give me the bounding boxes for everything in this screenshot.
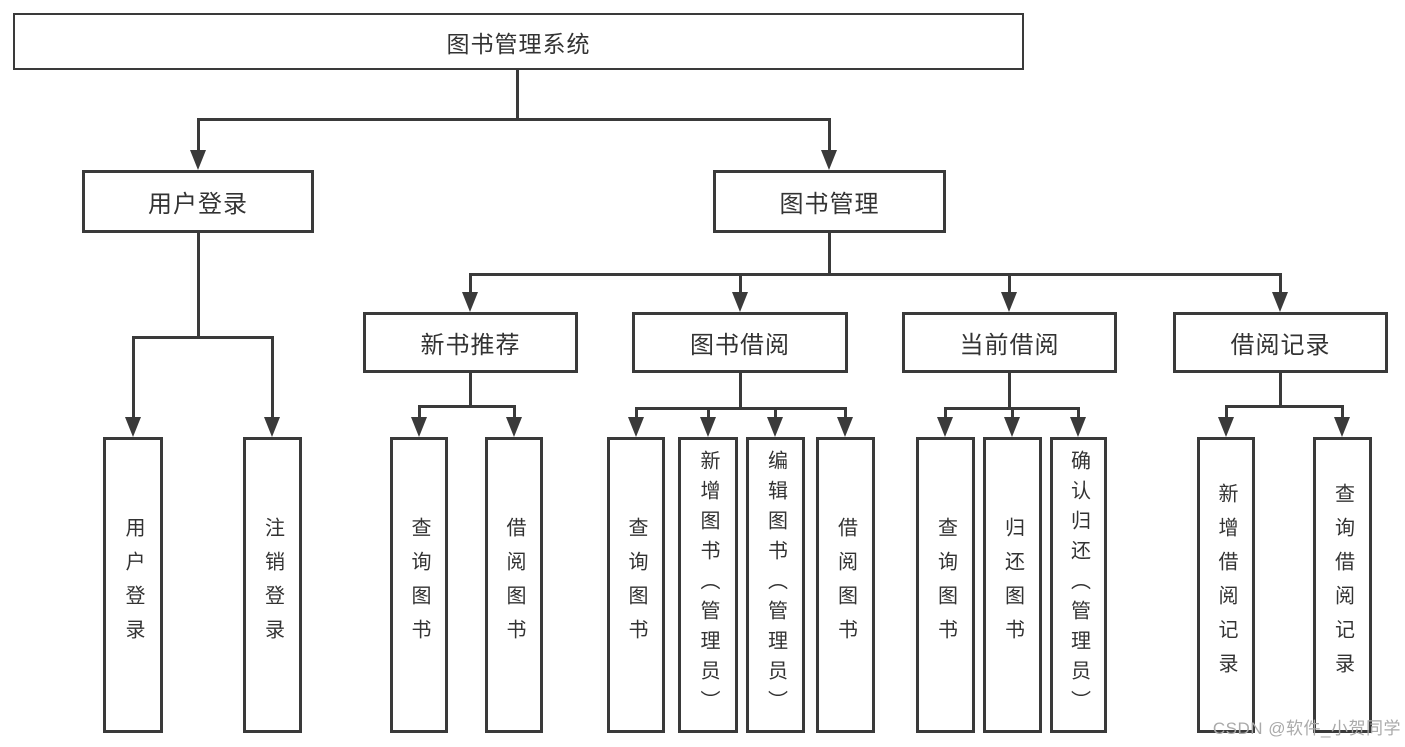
connector-drop — [828, 233, 831, 273]
connector-stem — [1008, 273, 1011, 294]
node-label: 查询借阅记录 — [1331, 483, 1354, 687]
connector-split — [418, 405, 516, 408]
node-label: 查询图书 — [625, 517, 647, 653]
node-label: 图书管理 — [779, 191, 880, 218]
arrowhead-icon — [125, 417, 141, 437]
node-label: 借阅图书 — [503, 517, 525, 653]
connector-stem — [844, 407, 847, 419]
arrowhead-icon — [411, 417, 427, 437]
arrowhead-icon — [767, 417, 783, 437]
leaf-logout: 注销登录 — [243, 437, 302, 733]
arrowhead-icon — [1070, 417, 1086, 437]
connector-stem — [944, 407, 947, 419]
arrowhead-icon — [190, 150, 206, 170]
connector-stem — [1225, 405, 1228, 419]
node-borrowing-records: 借阅记录 — [1173, 312, 1388, 373]
arrowhead-icon — [1001, 292, 1017, 312]
leaf-query-borrow-record: 查询借阅记录 — [1313, 437, 1372, 733]
connector-drop — [1279, 373, 1282, 405]
connector-stem — [132, 336, 135, 419]
leaf-confirm-return-admin: 确认归还（管理员） — [1050, 437, 1107, 733]
connector-stem — [635, 407, 638, 419]
node-label: 图书借阅 — [690, 332, 790, 359]
node-user-login: 用户登录 — [82, 170, 314, 233]
connector-drop — [469, 373, 472, 405]
node-label: 确认归还（管理员） — [1067, 450, 1090, 720]
connector-stem — [1077, 407, 1080, 419]
node-label: 借阅记录 — [1230, 332, 1331, 359]
connector-stem — [271, 336, 274, 419]
arrowhead-icon — [264, 417, 280, 437]
arrowhead-icon — [506, 417, 522, 437]
connector-stem — [418, 405, 421, 419]
leaf-add-book-admin: 新增图书（管理员） — [678, 437, 738, 733]
leaf-add-borrow-record: 新增借阅记录 — [1197, 437, 1255, 733]
arrowhead-icon — [1004, 417, 1020, 437]
leaf-query-books-recommend: 查询图书 — [390, 437, 448, 733]
node-label: 注销登录 — [261, 517, 284, 653]
connector-stem — [469, 273, 472, 294]
node-label: 用户登录 — [122, 517, 144, 653]
connector-drop — [739, 373, 742, 407]
connector-stem — [1011, 407, 1014, 419]
arrowhead-icon — [937, 417, 953, 437]
node-label: 归还图书 — [1001, 517, 1024, 653]
connector-stem — [707, 407, 710, 419]
node-label: 新增图书（管理员） — [697, 450, 719, 720]
arrowhead-icon — [1218, 417, 1234, 437]
connector-root-drop — [516, 70, 519, 118]
node-new-book-recommendation: 新书推荐 — [363, 312, 578, 373]
node-book-borrowing: 图书借阅 — [632, 312, 848, 373]
leaf-borrow-books-recommend: 借阅图书 — [485, 437, 543, 733]
leaf-return-book: 归还图书 — [983, 437, 1042, 733]
leaf-edit-book-admin: 编辑图书（管理员） — [746, 437, 805, 733]
arrowhead-icon — [628, 417, 644, 437]
arrowhead-icon — [732, 292, 748, 312]
node-label: 查询图书 — [408, 517, 430, 653]
arrowhead-icon — [821, 150, 837, 170]
node-label: 新增借阅记录 — [1215, 483, 1237, 687]
connector-root-split — [197, 118, 831, 121]
connector-split — [1225, 405, 1344, 408]
node-label: 图书管理系统 — [446, 30, 591, 57]
arrowhead-icon — [837, 417, 853, 437]
connector-stem — [774, 407, 777, 419]
node-current-borrowing: 当前借阅 — [902, 312, 1117, 373]
connector-split — [635, 407, 846, 410]
arrowhead-icon — [462, 292, 478, 312]
connector-stem — [828, 118, 831, 153]
node-label: 新书推荐 — [420, 332, 521, 359]
connector-stem — [1279, 273, 1282, 294]
connector-split — [469, 273, 1282, 276]
connector-split — [132, 336, 274, 339]
connector-stem — [513, 405, 516, 419]
leaf-query-books-current: 查询图书 — [916, 437, 975, 733]
node-label: 用户登录 — [148, 191, 248, 218]
connector-stem — [197, 118, 200, 153]
arrowhead-icon — [1272, 292, 1288, 312]
node-label: 当前借阅 — [959, 332, 1060, 359]
node-library-management-system: 图书管理系统 — [13, 13, 1024, 70]
connector-drop — [1008, 373, 1011, 407]
node-book-management: 图书管理 — [713, 170, 946, 233]
node-label: 编辑图书（管理员） — [764, 450, 787, 720]
connector-stem — [739, 273, 742, 294]
leaf-borrow-books: 借阅图书 — [816, 437, 875, 733]
leaf-user-login: 用户登录 — [103, 437, 163, 733]
connector-stem — [1341, 405, 1344, 419]
node-label: 查询图书 — [934, 517, 957, 653]
arrowhead-icon — [700, 417, 716, 437]
arrowhead-icon — [1334, 417, 1350, 437]
watermark: CSDN @软件_小贺同学 — [1212, 719, 1401, 738]
connector-drop — [197, 233, 200, 336]
node-label: 借阅图书 — [834, 517, 857, 653]
leaf-query-books-borrow: 查询图书 — [607, 437, 665, 733]
